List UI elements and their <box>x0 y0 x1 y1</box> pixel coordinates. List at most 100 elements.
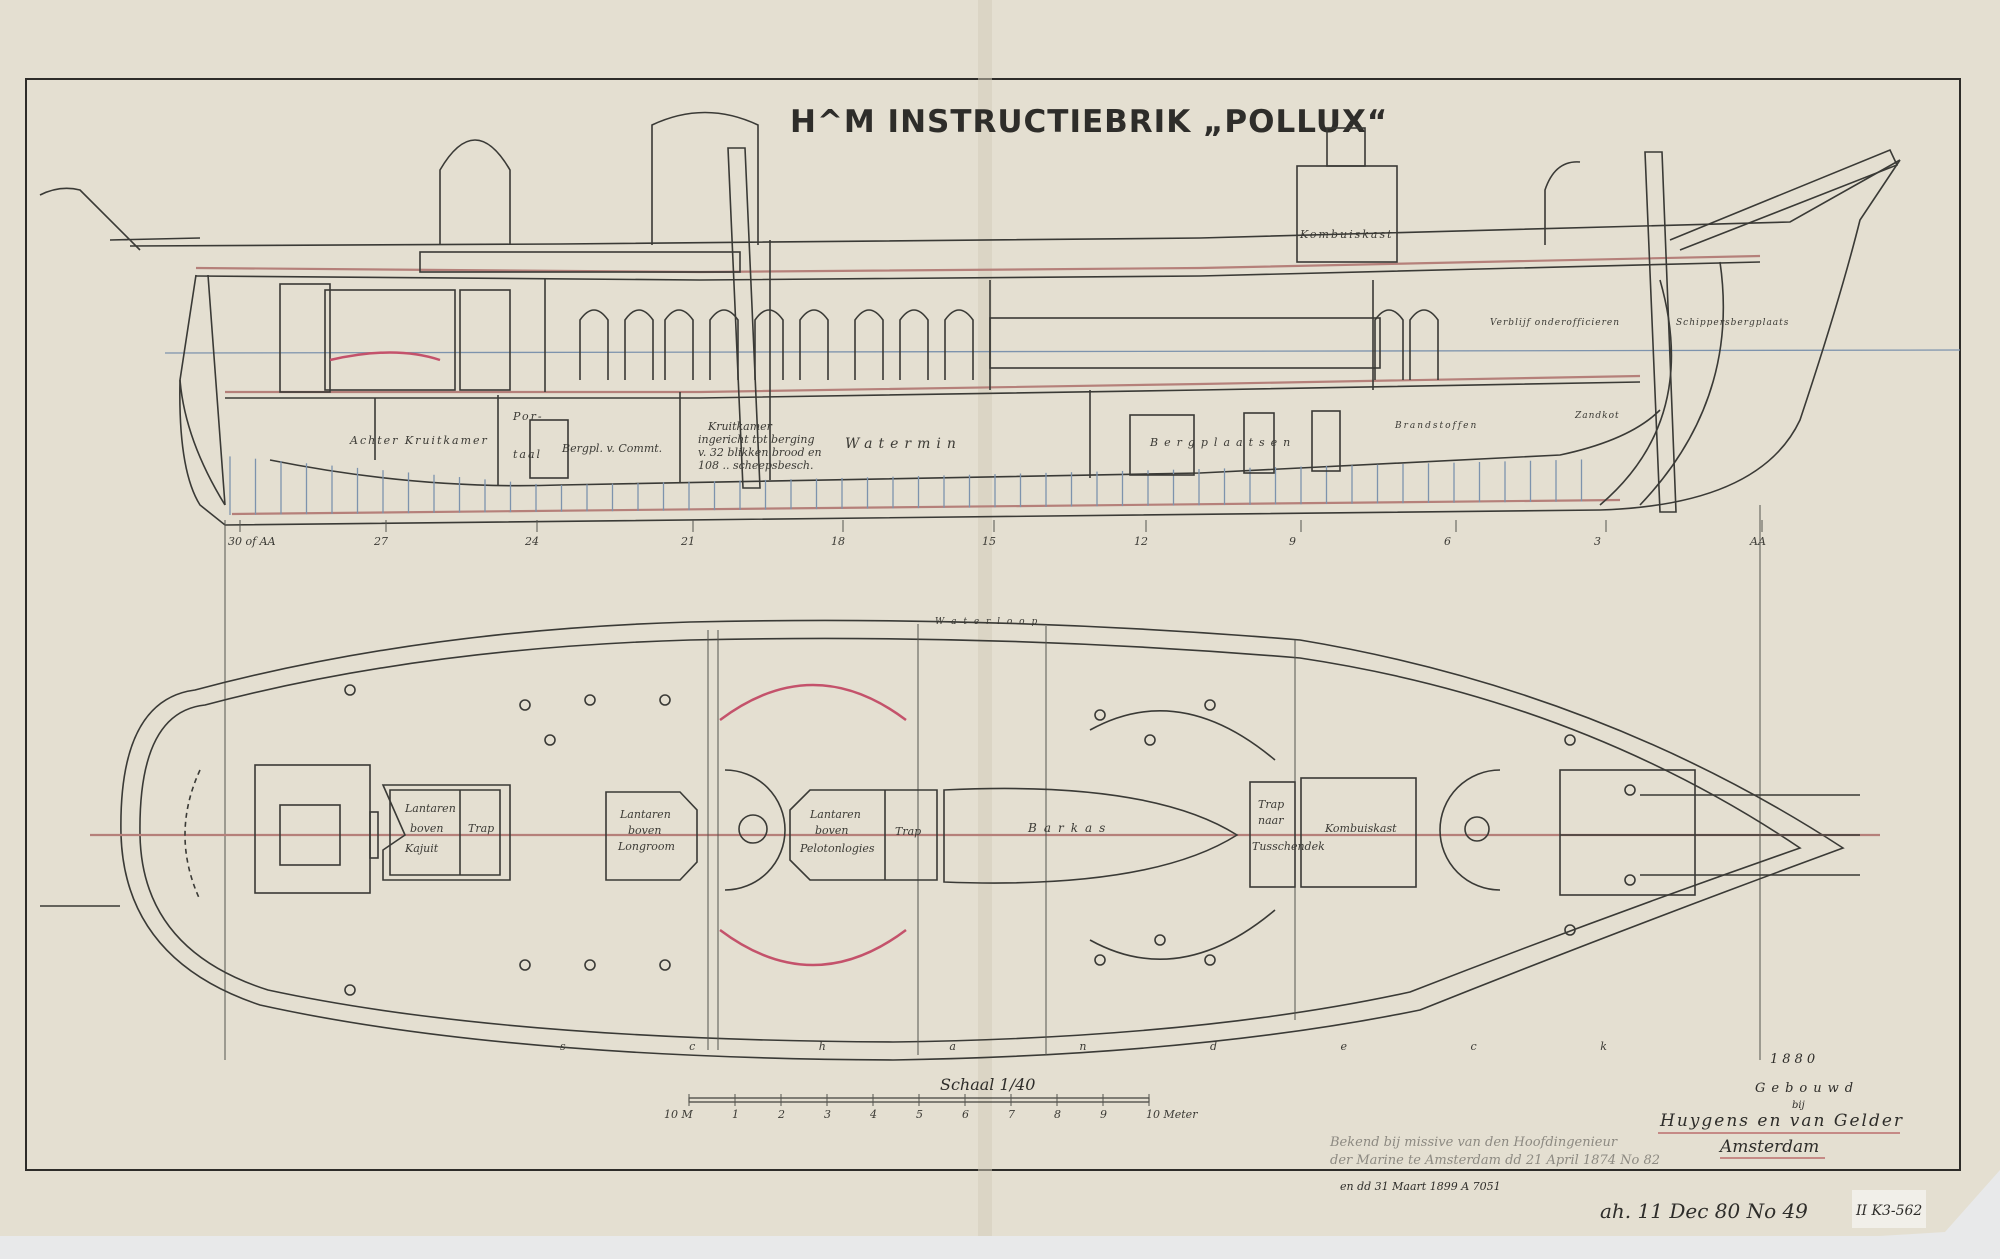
deck-scuttle <box>1204 954 1216 966</box>
frame-number: 6 <box>1444 535 1451 548</box>
label-portaal-1: Por- <box>512 410 544 423</box>
label-lantaren-kajuit-1: Lantaren <box>404 802 456 815</box>
catalog-note: ah. 11 Dec 80 No 49 <box>1600 1199 1808 1223</box>
note-received-2: der Marine te Amsterdam dd 21 April 1874… <box>1330 1153 1660 1168</box>
side-elevation: Kombuiskast Achter Kruitkamer Por- taal … <box>39 111 1961 1060</box>
label-zandkot: Zandkot <box>1574 411 1620 421</box>
built-label: Gebouwd <box>1755 1081 1859 1096</box>
ventilator-arch-aft <box>439 139 511 245</box>
deck-scuttle <box>659 959 671 971</box>
deck-scuttle <box>544 734 556 746</box>
scale-tick-label: 2 <box>777 1108 785 1121</box>
scale-tick-label: 3 <box>824 1108 831 1121</box>
label-bergplaatsen: Bergplaatsen <box>1149 436 1296 449</box>
label-kruitkamer-3: v. 32 blikken brood en <box>698 446 822 459</box>
label-bergplaats-commandant: Bergpl. v. Commt. <box>561 442 662 455</box>
deck-scuttle <box>1154 934 1166 946</box>
note-received-3: en dd 31 Maart 1899 A 7051 <box>1340 1180 1501 1193</box>
hatch-peloton <box>789 789 938 881</box>
label-portaal-2: taal <box>513 448 542 461</box>
scale-tick-label: 8 <box>1054 1108 1061 1121</box>
frame-number: 18 <box>831 535 845 548</box>
scale-tick-label: 4 <box>869 1108 877 1121</box>
label-lantaren-peloton-3: Pelotonlogies <box>799 842 875 855</box>
cabin-window-arch <box>854 309 884 380</box>
cabin-window-arch <box>899 309 929 380</box>
deck-scuttle <box>344 984 356 996</box>
deck-scuttle <box>344 684 356 696</box>
cabin-window-arch <box>664 309 694 380</box>
frame-number: 9 <box>1289 535 1296 548</box>
label-trap-aft: Trap <box>468 822 494 835</box>
label-schandeck: s c h a n d e c k <box>560 1040 1667 1053</box>
cabin-window-arch <box>754 309 784 380</box>
scale-tick-label: 10 Meter <box>1146 1108 1198 1121</box>
label-watermin: Watermin <box>845 436 962 452</box>
frame-number: 24 <box>524 535 539 548</box>
shipyard-name: Huygens en van Gelder <box>1659 1111 1904 1131</box>
deck-scuttle <box>1624 784 1636 796</box>
label-kruitkamer-4: 108 .. scheepsbesch. <box>698 459 814 472</box>
label-achter-kruitkamer: Achter Kruitkamer <box>349 434 489 447</box>
frames <box>229 456 1583 515</box>
hatch-longroom <box>605 791 698 881</box>
deck-scuttle <box>1094 954 1106 966</box>
cabin-window-arch <box>709 309 739 380</box>
scale-label: Schaal 1/40 <box>940 1075 1035 1094</box>
deck-scuttle <box>1624 874 1636 886</box>
label-brandstoffen: Brandstoffen <box>1394 421 1478 431</box>
frame-number: AA <box>1749 535 1766 548</box>
drawing-title: H^M INSTRUCTIEBRIK „POLLUX“ <box>790 104 1388 140</box>
deck-scuttle <box>519 959 531 971</box>
deck-scuttle <box>1564 734 1576 746</box>
build-year: 1880 <box>1770 1052 1819 1067</box>
archive-label: II K3-562 <box>1855 1203 1922 1219</box>
frame-number: 27 <box>373 535 388 548</box>
cabin-window-arch <box>579 309 609 380</box>
deck-scuttle <box>659 694 671 706</box>
frame-number: 12 <box>1134 535 1148 548</box>
archive-label-tag <box>1852 1190 1926 1228</box>
label-waterloop: W a t e r l o o p <box>935 617 1039 627</box>
frame-number: 15 <box>982 535 996 548</box>
label-kombuiskast-plan: Kombuiskast <box>1324 822 1397 835</box>
label-kruitkamer-1: Kruitkamer <box>707 420 773 433</box>
label-lantaren-peloton-1: Lantaren <box>809 808 861 821</box>
note-received-1: Bekend bij missive van den Hoofdingenieu… <box>1329 1135 1618 1150</box>
cabin-window-arch <box>624 309 654 380</box>
hatch-trap <box>1249 781 1296 888</box>
deck-outline <box>120 619 1845 1061</box>
fore-mast <box>1644 151 1677 513</box>
label-lantaren-kajuit-3: Kajuit <box>404 842 439 855</box>
deck-scuttle <box>584 959 596 971</box>
label-barkas: Barkas <box>1027 821 1112 835</box>
scale-tick-label: 5 <box>916 1108 923 1121</box>
label-kruitkamer-2: ingericht tot berging <box>698 433 815 446</box>
scale-left-label: 10 M <box>664 1108 693 1121</box>
deck-scuttle <box>1144 734 1156 746</box>
scale-tick-label: 1 <box>732 1108 739 1121</box>
scale-tick-label: 6 <box>962 1108 969 1121</box>
scale-tick-label: 9 <box>1100 1108 1107 1121</box>
builder-block: 1880 Gebouwd bij Huygens en van Gelder A… <box>1658 1052 1904 1159</box>
label-trap-fwd-3: Tusschendek <box>1252 840 1325 853</box>
galley-box <box>1300 777 1417 888</box>
deck-scuttle <box>1204 699 1216 711</box>
cabin-window-arch <box>1374 309 1404 380</box>
deck-scuttle <box>1094 709 1106 721</box>
deck-plan: Lantaren boven Kajuit Trap Lantaren bove… <box>40 617 1880 1061</box>
deck-scuttle <box>519 699 531 711</box>
label-kombuis: Kombuiskast <box>1299 228 1394 241</box>
built-by: bij <box>1792 1100 1805 1111</box>
drawing-frame <box>25 78 1961 1171</box>
label-lantaren-kajuit-2: boven <box>410 822 443 835</box>
label-lantaren-longroom-1: Lantaren <box>619 808 671 821</box>
shipyard-city: Amsterdam <box>1718 1137 1819 1157</box>
deck-scuttle <box>1564 924 1576 936</box>
longboat-barkas <box>943 787 1239 884</box>
cabin-window-arch <box>799 309 829 380</box>
cabin-window-arch <box>944 309 974 380</box>
hull-outline <box>179 159 1901 526</box>
